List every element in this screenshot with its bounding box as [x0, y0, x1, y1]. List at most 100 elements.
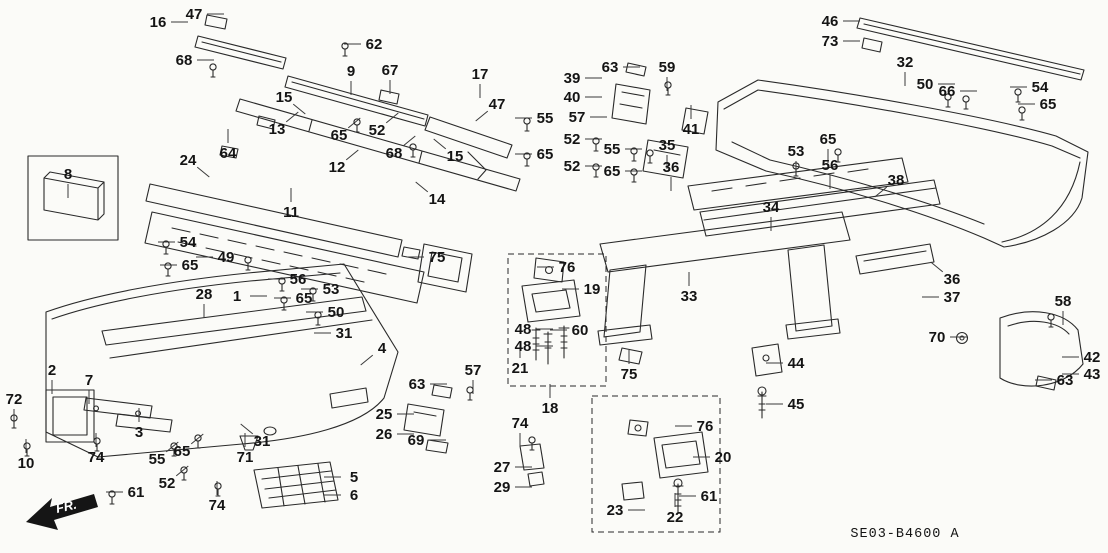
rear-bumper-face [715, 79, 1089, 248]
part-callout-5: 5 [350, 469, 358, 486]
part-callout-72: 72 [6, 391, 23, 408]
fastener-bolt-icon [278, 277, 286, 292]
grommet-70-icon [955, 331, 969, 345]
part-callout-18: 18 [542, 400, 559, 417]
bolt-48a-icon [531, 327, 541, 361]
part-callout-11: 11 [283, 204, 299, 221]
part-callout-54: 54 [1032, 79, 1049, 96]
part-callout-65: 65 [820, 131, 837, 148]
clip-47-icon [204, 14, 228, 30]
part-callout-55: 55 [149, 451, 166, 468]
part-callout-42: 42 [1084, 349, 1101, 366]
inset-box-2 [591, 395, 721, 533]
part-callout-55: 55 [537, 110, 554, 127]
part-callout-62: 62 [366, 36, 383, 53]
leader-line [196, 166, 210, 178]
part-callout-66: 66 [939, 83, 956, 100]
beam-33 [599, 211, 851, 273]
part-callout-36: 36 [944, 271, 961, 288]
bracket-25-26 [403, 403, 445, 437]
part-callout-28: 28 [196, 286, 213, 303]
part-callout-26: 26 [376, 426, 393, 443]
beam-33-stay-left [597, 264, 653, 346]
fastener-bolt-icon [108, 490, 116, 505]
bolt-60-icon [558, 325, 570, 359]
part-callout-52: 52 [564, 158, 581, 175]
bolt-45-head [757, 386, 767, 396]
part-callout-36: 36 [663, 159, 680, 176]
part-callout-45: 45 [788, 396, 805, 413]
part-callout-20: 20 [715, 449, 732, 466]
part-callout-35: 35 [659, 137, 676, 154]
front-bumper-group [27, 14, 521, 509]
stay-39-40 [611, 83, 651, 125]
part-callout-47: 47 [186, 6, 203, 23]
part-callout-52: 52 [369, 122, 386, 139]
leader-line [345, 149, 359, 161]
beam-34 [687, 157, 909, 211]
part-callout-31: 31 [336, 325, 353, 342]
leader-line [433, 138, 447, 150]
part-callout-15: 15 [276, 89, 293, 106]
fastener-bolt-icon [466, 386, 474, 401]
diagram-code: SE03-B4600 A [850, 527, 959, 542]
beam-33-stay-right [785, 244, 841, 340]
bracket-14 [417, 243, 473, 293]
part-callout-71: 71 [237, 449, 254, 466]
part-callout-69: 69 [408, 432, 425, 449]
bolt-61b-icon [672, 483, 684, 513]
part-callout-67: 67 [382, 62, 399, 79]
fastener-bolt-icon [409, 143, 417, 158]
hardware-inset-2 [591, 395, 721, 533]
bracket-27-29 [519, 443, 545, 487]
fr-direction-marker: FR. [26, 494, 98, 530]
part-callout-65: 65 [1040, 96, 1057, 113]
leader-line [415, 181, 429, 193]
part-callout-57: 57 [569, 109, 586, 126]
part-callout-24: 24 [180, 152, 197, 169]
garnish-strip-13-15 [235, 98, 521, 192]
part-callout-65: 65 [604, 163, 621, 180]
part-callout-10: 10 [18, 455, 35, 472]
beam-38 [699, 179, 941, 237]
part8-bracket [43, 171, 105, 221]
garnish-strip-46 [856, 17, 1085, 81]
part-callout-76: 76 [697, 418, 714, 435]
leader-line [874, 186, 888, 198]
nut-76b-icon [627, 419, 649, 437]
beam-24 [144, 211, 425, 304]
part-callout-58: 58 [1055, 293, 1072, 310]
bracket-35-36 [642, 139, 689, 179]
part-callout-52: 52 [159, 475, 176, 492]
clip-63c-icon [1035, 375, 1057, 391]
part-callout-68: 68 [386, 145, 403, 162]
leader-line [285, 111, 299, 123]
leader-line [240, 423, 254, 435]
leader-line [190, 433, 204, 445]
leader-line [360, 354, 374, 366]
fastener-bolt-icon [214, 482, 222, 497]
rear-bumper-group [715, 17, 1089, 391]
part-callout-33: 33 [681, 288, 698, 305]
front-bumper-face [45, 263, 399, 458]
garnish-strip-16 [194, 35, 287, 70]
clip-63b-icon [625, 62, 647, 77]
clip-75-icon [401, 246, 421, 260]
stay-44 [751, 343, 783, 377]
part-callout-46: 46 [822, 13, 839, 30]
clip-63-icon [431, 384, 453, 399]
part-callout-15: 15 [447, 148, 464, 165]
cone-71 [239, 435, 259, 451]
part-callout-53: 53 [788, 143, 805, 160]
fastener-bolt-icon [630, 147, 638, 162]
part-callout-14: 14 [429, 191, 446, 208]
fastener-bolt-icon [962, 95, 970, 110]
part-callout-64: 64 [220, 145, 237, 162]
clip-69-icon [425, 439, 449, 454]
fr-arrow-icon [26, 494, 98, 530]
grommet-31-icon [263, 426, 277, 436]
part-callout-2: 2 [48, 362, 56, 379]
part-callout-75: 75 [429, 249, 446, 266]
stay-44-hole [762, 354, 770, 362]
